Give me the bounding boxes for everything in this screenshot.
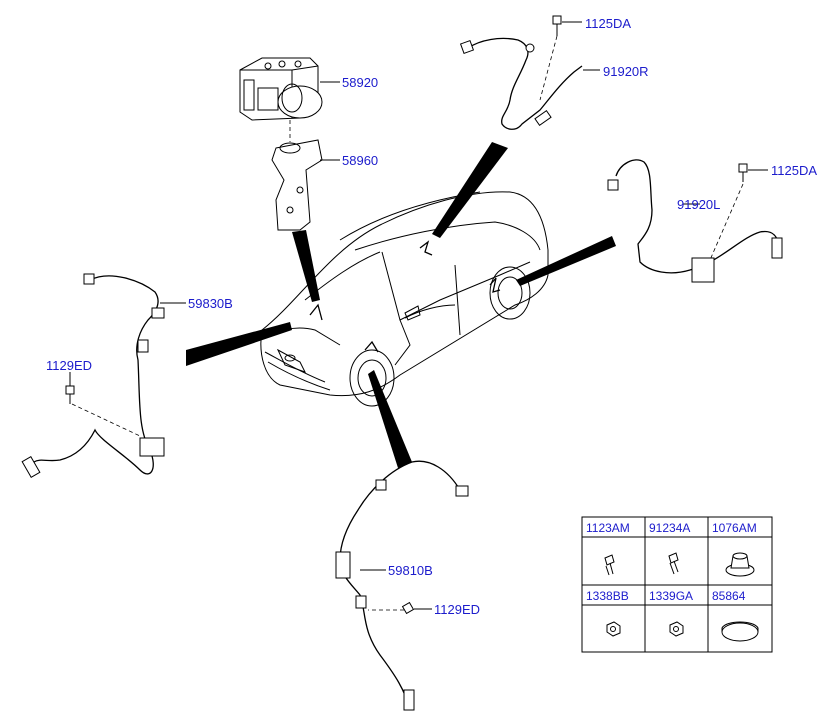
- bolt-front-left-label: 1129ED: [46, 358, 92, 373]
- wedge-abs-module: [292, 230, 320, 302]
- plug-85864-icon: [721, 621, 759, 642]
- wedge-rear-left-sensor: [516, 236, 616, 286]
- front-right-sensor-label: 59810B: [388, 563, 433, 578]
- bolt-1123am-icon: [604, 554, 615, 576]
- leader-wedges: [186, 142, 616, 468]
- rear-left-sensor: [607, 159, 783, 283]
- wedge-front-left-sensor: [186, 322, 292, 366]
- wedge-front-right-sensor: [368, 370, 412, 468]
- wedge-rear-right-sensor: [432, 142, 508, 238]
- front-left-sensor: [21, 273, 186, 478]
- abs-bracket: [271, 139, 340, 231]
- bolt-front-left: [65, 372, 141, 437]
- bolt-right-label: 1125DA: [771, 163, 817, 178]
- bolt-top-label: 1125DA: [585, 16, 631, 31]
- bracket-label: 58960: [342, 153, 378, 168]
- table-cell-label: 85864: [712, 589, 746, 603]
- car-illustration: [260, 191, 549, 407]
- table-cell-label: 91234A: [649, 521, 690, 535]
- bolt-right: [709, 163, 768, 261]
- bolt-91234a-icon: [668, 552, 679, 575]
- grommet-1076am-icon: [725, 552, 755, 577]
- rear-right-sensor-label: 91920R: [603, 64, 649, 79]
- rear-right-sensor: [459, 37, 600, 130]
- bolt-top: [539, 15, 582, 101]
- parts-table: 1123AM 91234A 1076AM 1338BB 1339GA 85864: [581, 516, 773, 653]
- rear-left-sensor-label: 91920L: [677, 197, 720, 212]
- table-cell-label: 1076AM: [712, 521, 757, 535]
- nut-1338bb-icon: [606, 621, 621, 637]
- table-cell-label: 1338BB: [586, 589, 629, 603]
- table-cell-label: 1339GA: [649, 589, 693, 603]
- table-cell-label: 1123AM: [586, 521, 630, 535]
- bolt-front-right-label: 1129ED: [434, 602, 480, 617]
- abs-module: [239, 57, 340, 142]
- nut-1339ga-icon: [669, 621, 684, 637]
- abs-module-label: 58920: [342, 75, 378, 90]
- front-right-sensor: [335, 460, 469, 711]
- bolt-front-right: [368, 601, 432, 615]
- front-left-sensor-label: 59830B: [188, 296, 233, 311]
